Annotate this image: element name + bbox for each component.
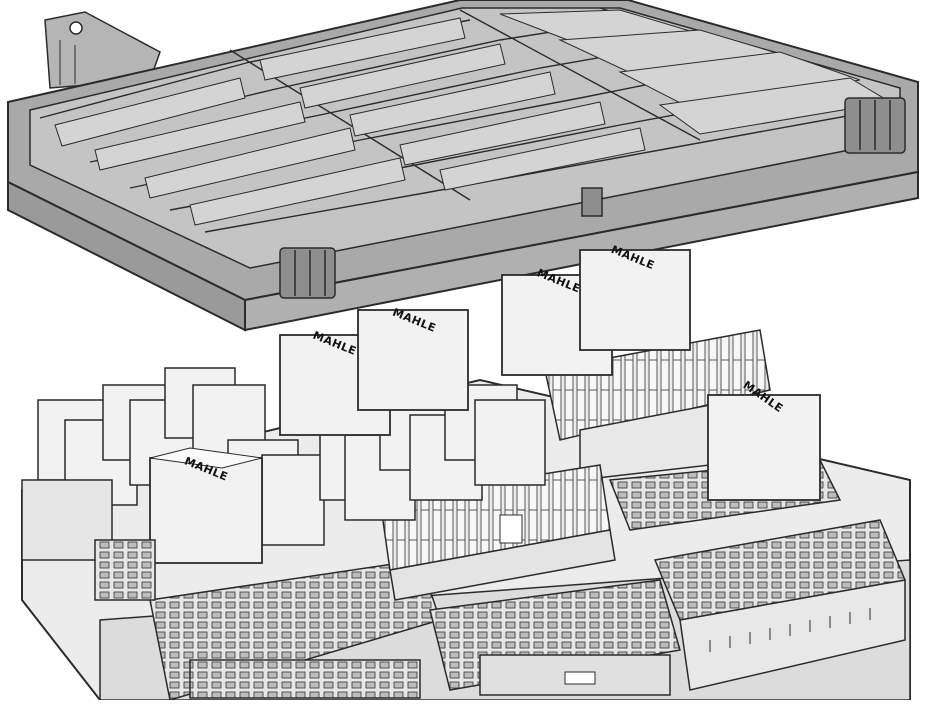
large-relay-3: MAHLE — [357, 306, 469, 411]
cover-mounting-tab — [44, 11, 161, 89]
cover-pockets — [54, 9, 892, 226]
fuse-holder-left — [149, 559, 441, 701]
fuse-holder-center — [429, 579, 681, 696]
large-relay-6: MAHLE — [707, 378, 821, 501]
cover-latch-left — [279, 247, 336, 299]
cover-center-clip — [581, 187, 603, 217]
cover-lid — [7, 0, 919, 332]
large-relay-1: MAHLE — [149, 447, 263, 564]
blade-fuse-bank-upper-right — [544, 329, 771, 481]
connector-block-left — [21, 479, 156, 601]
cover-latch-right — [844, 97, 906, 154]
large-relay-5: MAHLE — [579, 243, 691, 351]
fuse-holder-right — [653, 519, 907, 691]
